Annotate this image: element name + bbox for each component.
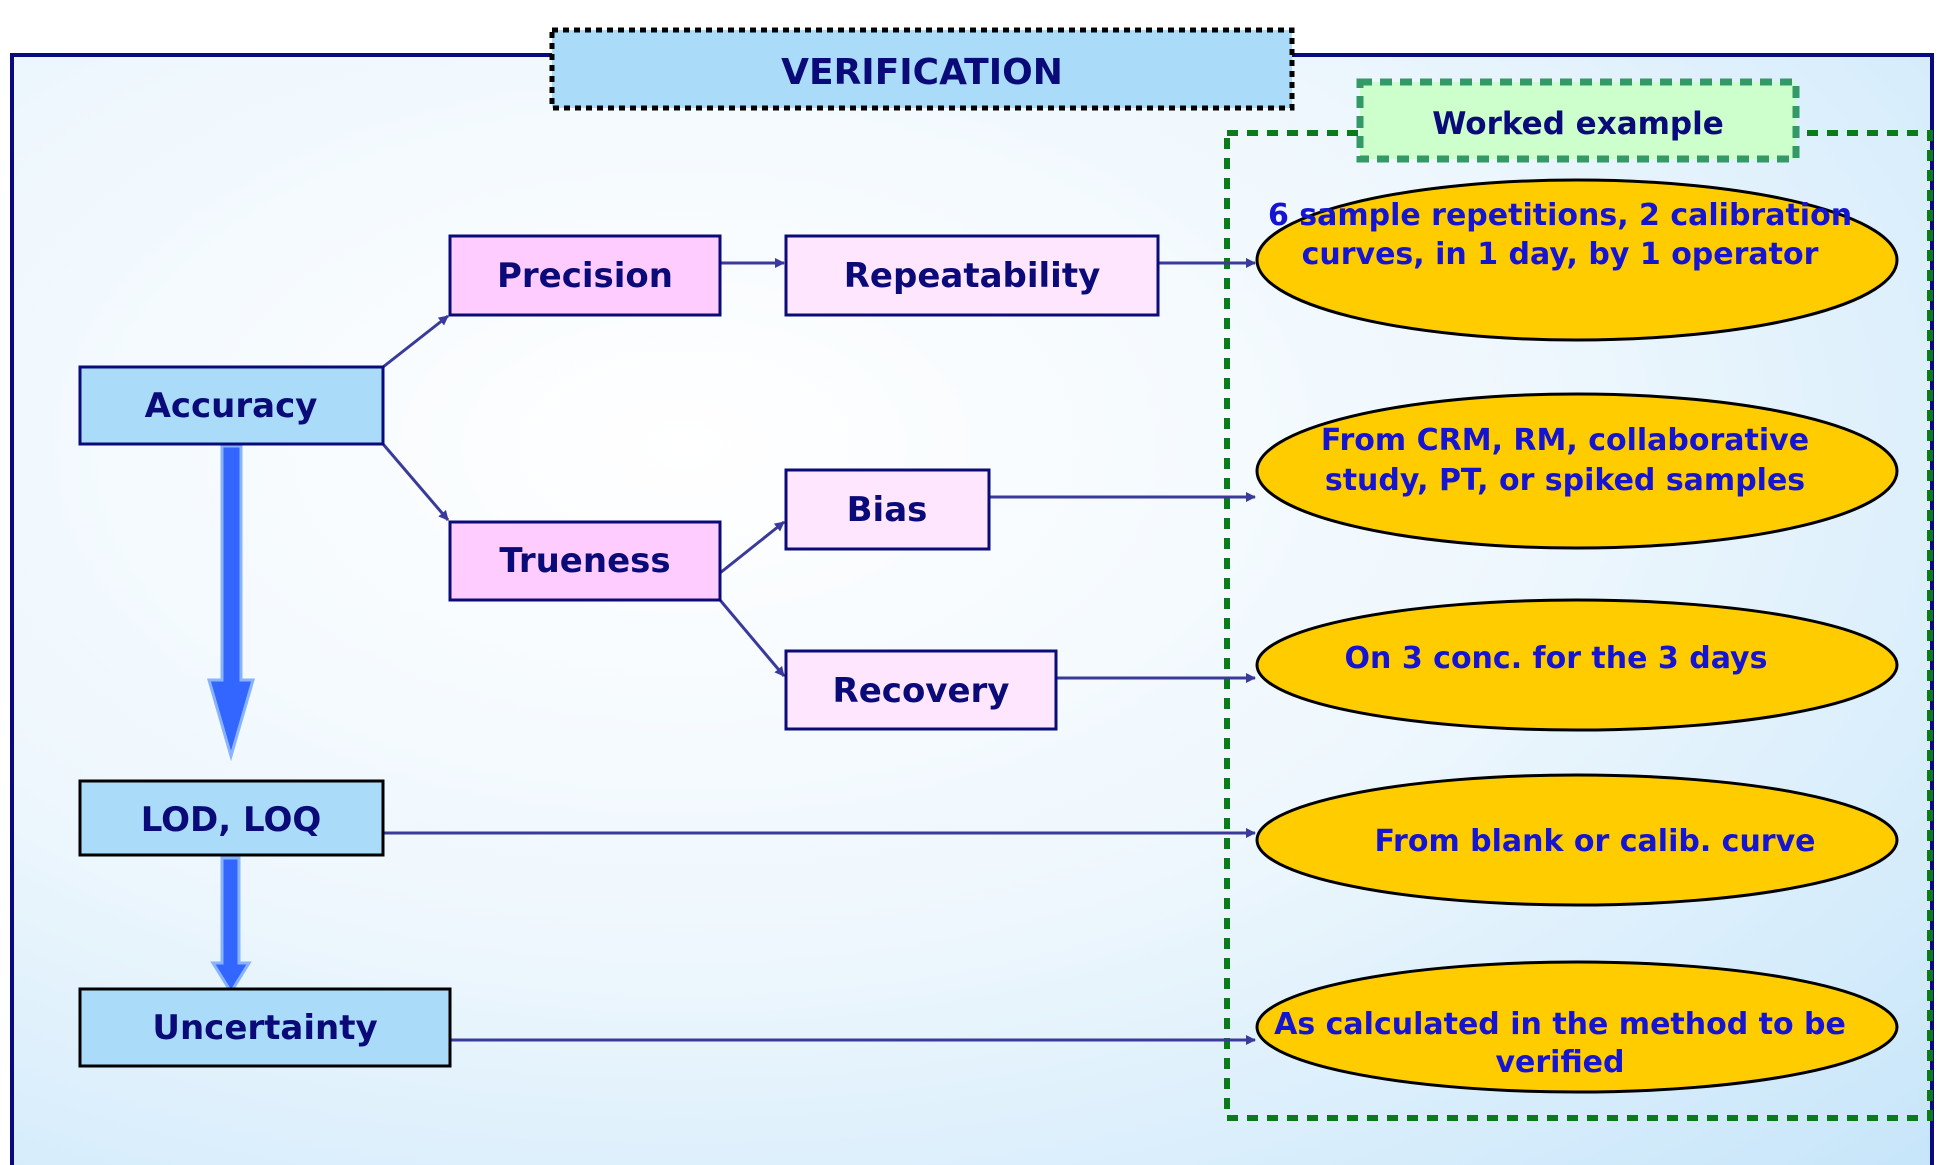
node-accuracy-label: Accuracy (145, 386, 318, 426)
example-repeatability[interactable]: 6 sample repetitions, 2 calibration curv… (1255, 178, 1899, 342)
node-repeatability-label: Repeatability (844, 256, 1101, 296)
example-lod-loq[interactable]: From blank or calib. curve (1255, 773, 1899, 907)
example-recovery-line-1: On 3 conc. for the 3 days (1345, 641, 1768, 676)
worked-example-label: Worked example (1432, 106, 1724, 142)
node-trueness-label: Trueness (499, 541, 670, 581)
node-trueness[interactable]: Trueness (448, 520, 722, 602)
node-recovery-label: Recovery (833, 671, 1010, 711)
node-precision-label: Precision (497, 256, 673, 296)
example-bias[interactable]: From CRM, RM, collaborative study, PT, o… (1255, 392, 1899, 550)
node-accuracy[interactable]: Accuracy (78, 365, 385, 446)
node-recovery[interactable]: Recovery (784, 649, 1058, 731)
example-uncertainty-line-1: As calculated in the method to be (1274, 1007, 1846, 1042)
node-bias[interactable]: Bias (784, 468, 991, 551)
example-recovery[interactable]: On 3 conc. for the 3 days (1255, 598, 1899, 732)
title-box: VERIFICATION (549, 27, 1295, 111)
example-bias-line-2: study, PT, or spiked samples (1325, 463, 1805, 498)
node-lod-loq[interactable]: LOD, LOQ (78, 779, 385, 857)
node-repeatability[interactable]: Repeatability (784, 234, 1160, 317)
node-uncertainty[interactable]: Uncertainty (78, 987, 452, 1068)
arrow-trueness-recovery (718, 599, 786, 677)
example-repeatability-line-1: 6 sample repetitions, 2 calibration (1268, 198, 1852, 233)
worked-example-frame (1224, 130, 1933, 1121)
arrow-accuracy-precision (382, 314, 449, 369)
worked-example-label-box: Worked example (1356, 78, 1800, 163)
thick-arrow-lod-uncertainty (210, 856, 252, 995)
example-bias-line-1: From CRM, RM, collaborative (1321, 423, 1809, 458)
arrow-accuracy-trueness (381, 443, 450, 521)
example-repeatability-line-2: curves, in 1 day, by 1 operator (1302, 237, 1819, 272)
thick-arrow-accuracy-lod (207, 444, 255, 762)
example-uncertainty-line-2: verified (1495, 1045, 1624, 1080)
arrow-trueness-bias (719, 520, 785, 575)
node-precision[interactable]: Precision (448, 234, 722, 317)
connectors (381, 258, 1256, 1045)
title-text: VERIFICATION (781, 52, 1063, 93)
example-uncertainty[interactable]: As calculated in the method to be verifi… (1255, 960, 1899, 1094)
example-lod-loq-line-1: From blank or calib. curve (1374, 824, 1815, 859)
node-uncertainty-label: Uncertainty (152, 1008, 377, 1048)
node-bias-label: Bias (847, 490, 928, 530)
node-lod-loq-label: LOD, LOQ (141, 800, 322, 840)
